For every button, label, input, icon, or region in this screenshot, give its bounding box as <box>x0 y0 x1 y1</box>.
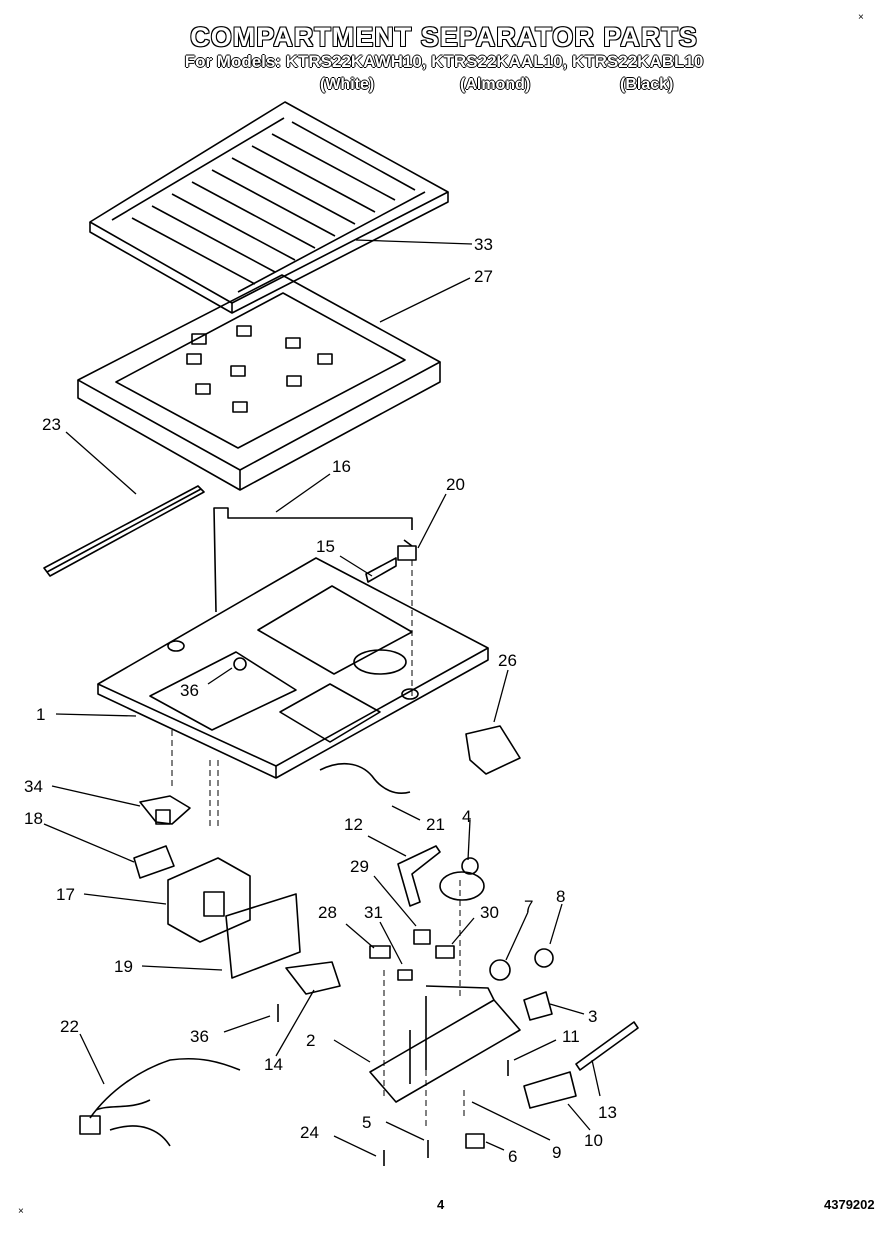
callout-22: 22 <box>60 1017 79 1036</box>
callout-23: 23 <box>42 415 61 434</box>
part-1-separator-plate <box>97 557 489 779</box>
callout-10: 10 <box>584 1131 603 1150</box>
models-line: For Models: KTRS22KAWH10, KTRS22KAAL10, … <box>184 52 704 71</box>
callout-26: 26 <box>498 651 517 670</box>
corner-mark-bottom: × <box>18 1206 24 1217</box>
part-7-socket <box>489 959 511 981</box>
part-27-frame <box>77 274 441 491</box>
callout-18: 18 <box>24 809 43 828</box>
callout-11: 11 <box>562 1027 580 1046</box>
callout-19: 19 <box>114 957 133 976</box>
color-black: (Black) <box>620 76 674 93</box>
callout-17: 17 <box>56 885 75 904</box>
part-13-rod <box>575 1021 639 1071</box>
callout-30: 30 <box>480 903 499 922</box>
callout-33: 33 <box>474 235 493 254</box>
callout-36-top: 36 <box>180 681 199 700</box>
corner-mark-top: × <box>858 12 864 23</box>
part-10-light-cover <box>523 1071 577 1109</box>
part-22-connector <box>79 1115 101 1135</box>
color-white: (White) <box>320 76 375 93</box>
page-number: 4 <box>437 1197 445 1212</box>
callout-4: 4 <box>462 807 471 826</box>
part-26-cover <box>465 725 521 775</box>
part-2-housing <box>369 985 521 1103</box>
callout-9: 9 <box>552 1143 561 1162</box>
part-31-clip <box>397 969 413 981</box>
part-8-bulb <box>534 948 554 968</box>
callout-12: 12 <box>344 815 363 834</box>
callout-16: 16 <box>332 457 351 476</box>
document-number: 4379202 <box>824 1197 875 1212</box>
callout-3: 3 <box>588 1007 597 1026</box>
part-16-wire <box>213 507 413 613</box>
callout-21: 21 <box>426 815 445 834</box>
part-34-damper <box>139 795 191 825</box>
callout-2: 2 <box>306 1031 315 1050</box>
callout-15: 15 <box>316 537 335 556</box>
part-20-clip <box>397 539 417 561</box>
part-17-control-housing <box>167 857 251 943</box>
part-19-bracket <box>225 893 301 979</box>
callout-36-bottom: 36 <box>190 1027 209 1046</box>
color-almond: (Almond) <box>460 76 531 93</box>
part-30-clip <box>435 945 455 959</box>
callout-8: 8 <box>556 887 565 906</box>
part-23-trim-strip <box>43 485 205 577</box>
callout-6: 6 <box>508 1147 517 1166</box>
callout-5: 5 <box>362 1113 371 1132</box>
part-12-baffle <box>397 845 441 907</box>
callout-13: 13 <box>598 1103 617 1122</box>
part-14-shield <box>285 961 341 995</box>
part-22-wire-harness <box>89 1057 241 1147</box>
callout-1: 1 <box>36 705 45 724</box>
part-28-clip <box>369 945 391 959</box>
part-3-bracket <box>523 991 553 1021</box>
callout-20: 20 <box>446 475 465 494</box>
part-4-damper-knob <box>439 857 485 901</box>
callout-31: 31 <box>364 903 383 922</box>
callout-27: 27 <box>474 267 493 286</box>
callout-29: 29 <box>350 857 369 876</box>
part-29-clip <box>413 929 431 945</box>
page-title: COMPARTMENT SEPARATOR PARTS <box>190 22 698 52</box>
callout-34: 34 <box>24 777 43 796</box>
callout-28: 28 <box>318 903 337 922</box>
callout-24: 24 <box>300 1123 319 1142</box>
fastener-screws <box>233 657 509 1166</box>
part-21-sensor-wire <box>319 763 411 794</box>
part-15-tape <box>365 557 397 583</box>
callout-7: 7 <box>524 897 533 916</box>
part-6-clip <box>465 1133 485 1149</box>
part-18-bezel <box>133 845 175 879</box>
part-33-shelf-grille <box>89 101 449 314</box>
callout-14: 14 <box>264 1055 283 1074</box>
